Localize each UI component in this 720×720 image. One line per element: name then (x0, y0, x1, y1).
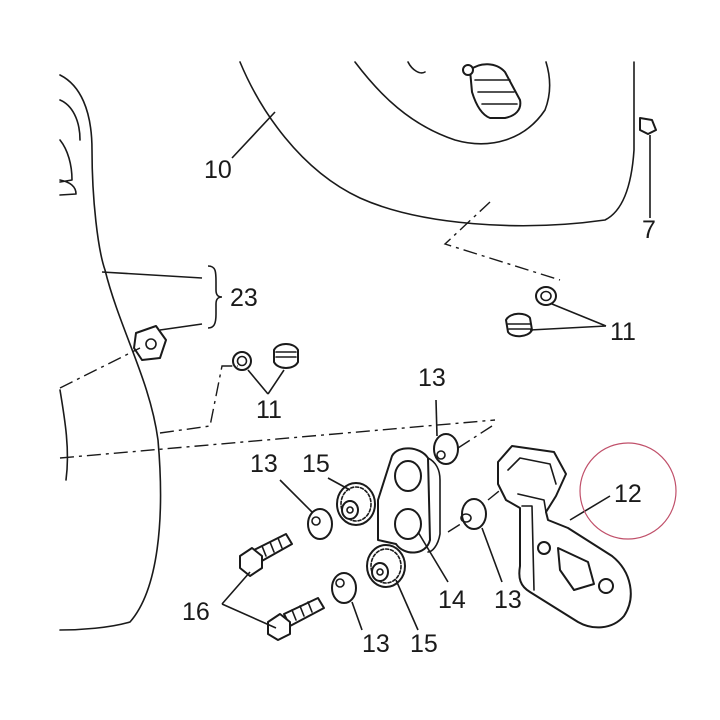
callout-11-left: 11 (256, 396, 282, 424)
leader-lines (101, 111, 651, 631)
bracket-plate-12 (497, 445, 632, 629)
washer-13-left (307, 508, 333, 540)
callout-14: 14 (438, 586, 466, 614)
callout-13-mid: 13 (494, 586, 522, 614)
callout-12: 12 (614, 480, 642, 508)
grommet-pair-right (505, 286, 557, 338)
brace-23 (207, 265, 223, 329)
callout-10: 10 (204, 156, 232, 184)
spacer-block-14 (377, 447, 441, 554)
washer-13-top (433, 433, 459, 465)
alignment-lines (59, 201, 561, 533)
damper-15-bottom (366, 544, 406, 588)
callout-13-top: 13 (418, 364, 446, 392)
callout-16: 16 (182, 598, 210, 626)
fairing-part-10 (239, 61, 635, 227)
callout-15-bottom: 15 (410, 630, 438, 658)
callout-13-left: 13 (250, 450, 278, 478)
grommet-pair-left (232, 343, 299, 371)
clip-part-7 (639, 117, 657, 135)
bolt-16-upper (239, 533, 293, 577)
callout-15-top: 15 (302, 450, 330, 478)
washer-13-bottom (331, 572, 357, 604)
callout-23: 23 (230, 284, 258, 312)
connector-plug (462, 63, 522, 119)
damper-15-top (336, 482, 376, 526)
highlight-circle-12 (579, 442, 677, 540)
callout-11-right: 11 (610, 318, 636, 346)
washer-13-mid (460, 498, 487, 530)
cage-nut (133, 325, 167, 361)
callout-13-bottom: 13 (362, 630, 390, 658)
callout-7: 7 (642, 216, 656, 244)
frame-body-left (59, 74, 162, 631)
bolt-16-lower (267, 597, 325, 641)
